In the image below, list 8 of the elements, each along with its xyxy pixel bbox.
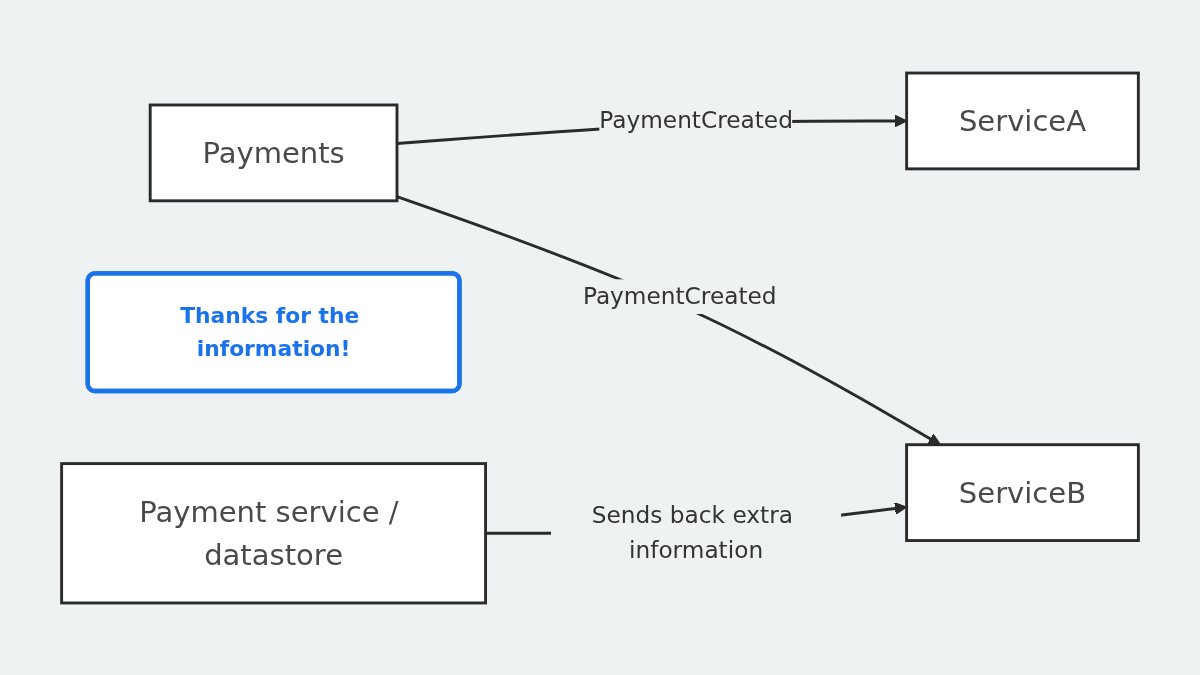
edge-label: PaymentCreated (582, 281, 777, 310)
arrow (396, 194, 941, 445)
node-box: Payments (148, 103, 399, 202)
node-box: Payment service / datastore (60, 461, 487, 604)
node-box: ServiceA (905, 71, 1140, 170)
node-box: ServiceB (905, 442, 1140, 542)
edge-label: Sends back extra information (591, 500, 793, 564)
edge-label: PaymentCreated (599, 105, 793, 134)
